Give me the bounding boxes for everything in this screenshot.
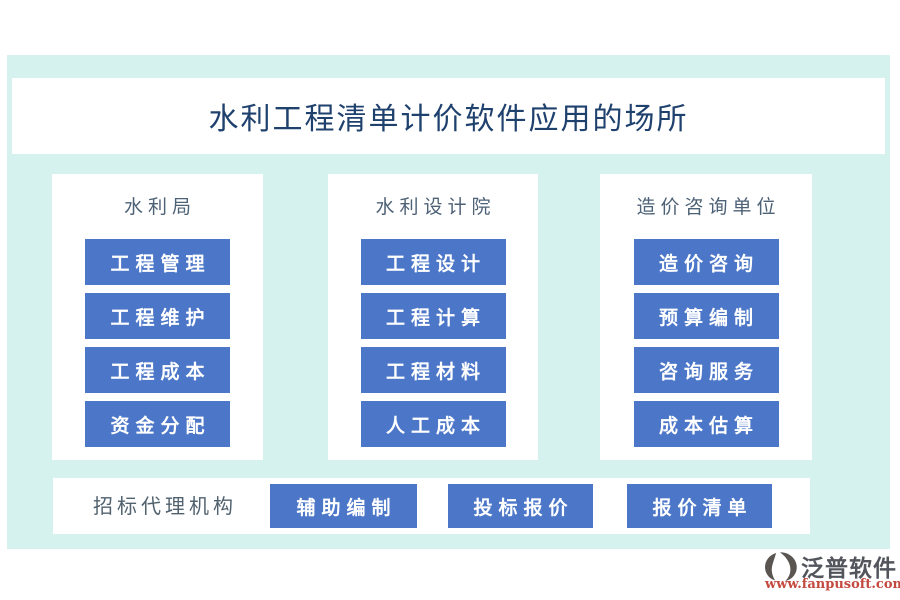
button-labor-cost[interactable]: 人工成本 — [360, 401, 506, 447]
button-engineering-design[interactable]: 工程设计 — [360, 239, 506, 285]
title-bar: 水利工程清单计价软件应用的场所 — [12, 78, 885, 154]
column-design-institute: 水利设计院 工程设计 工程计算 工程材料 人工成本 — [328, 174, 538, 460]
bidding-agency-label: 招标代理机构 — [93, 494, 237, 518]
button-fund-allocation[interactable]: 资金分配 — [85, 401, 230, 447]
fanpu-logo-icon — [763, 551, 799, 582]
footer-url: www.fanpusoft.com — [765, 577, 900, 592]
button-engineering-materials[interactable]: 工程材料 — [360, 347, 506, 393]
button-project-maintenance[interactable]: 工程维护 — [85, 293, 230, 339]
footer-brand-block: 泛普软件 www.fanpusoft.com — [763, 550, 900, 596]
column-cost-consulting-unit: 造价咨询单位 造价咨询 预算编制 咨询服务 成本估算 — [600, 174, 812, 460]
bidding-agency-bar: 招标代理机构 辅助编制 投标报价 报价清单 — [53, 478, 810, 534]
button-cost-consulting[interactable]: 造价咨询 — [633, 239, 779, 285]
column-water-bureau: 水利局 工程管理 工程维护 工程成本 资金分配 — [52, 174, 263, 460]
button-project-management[interactable]: 工程管理 — [85, 239, 230, 285]
button-quotation-list[interactable]: 报价清单 — [627, 484, 772, 528]
button-project-cost[interactable]: 工程成本 — [85, 347, 230, 393]
page-title: 水利工程清单计价软件应用的场所 — [208, 102, 689, 137]
footer-brand-name: 泛普软件 — [801, 555, 897, 582]
button-consulting-service[interactable]: 咨询服务 — [633, 347, 779, 393]
column-header-design-institute: 水利设计院 — [375, 196, 496, 218]
main-panel: 水利工程清单计价软件应用的场所 水利局 工程管理 工程维护 工程成本 资金分配 … — [7, 55, 890, 549]
button-auxiliary-preparation[interactable]: 辅助编制 — [270, 484, 417, 528]
button-cost-estimation[interactable]: 成本估算 — [633, 401, 779, 447]
button-budget-preparation[interactable]: 预算编制 — [633, 293, 779, 339]
column-header-water-bureau: 水利局 — [123, 196, 196, 218]
column-header-cost-consulting-unit: 造价咨询单位 — [636, 196, 781, 218]
button-engineering-calculation[interactable]: 工程计算 — [360, 293, 506, 339]
button-bid-quotation[interactable]: 投标报价 — [448, 484, 593, 528]
